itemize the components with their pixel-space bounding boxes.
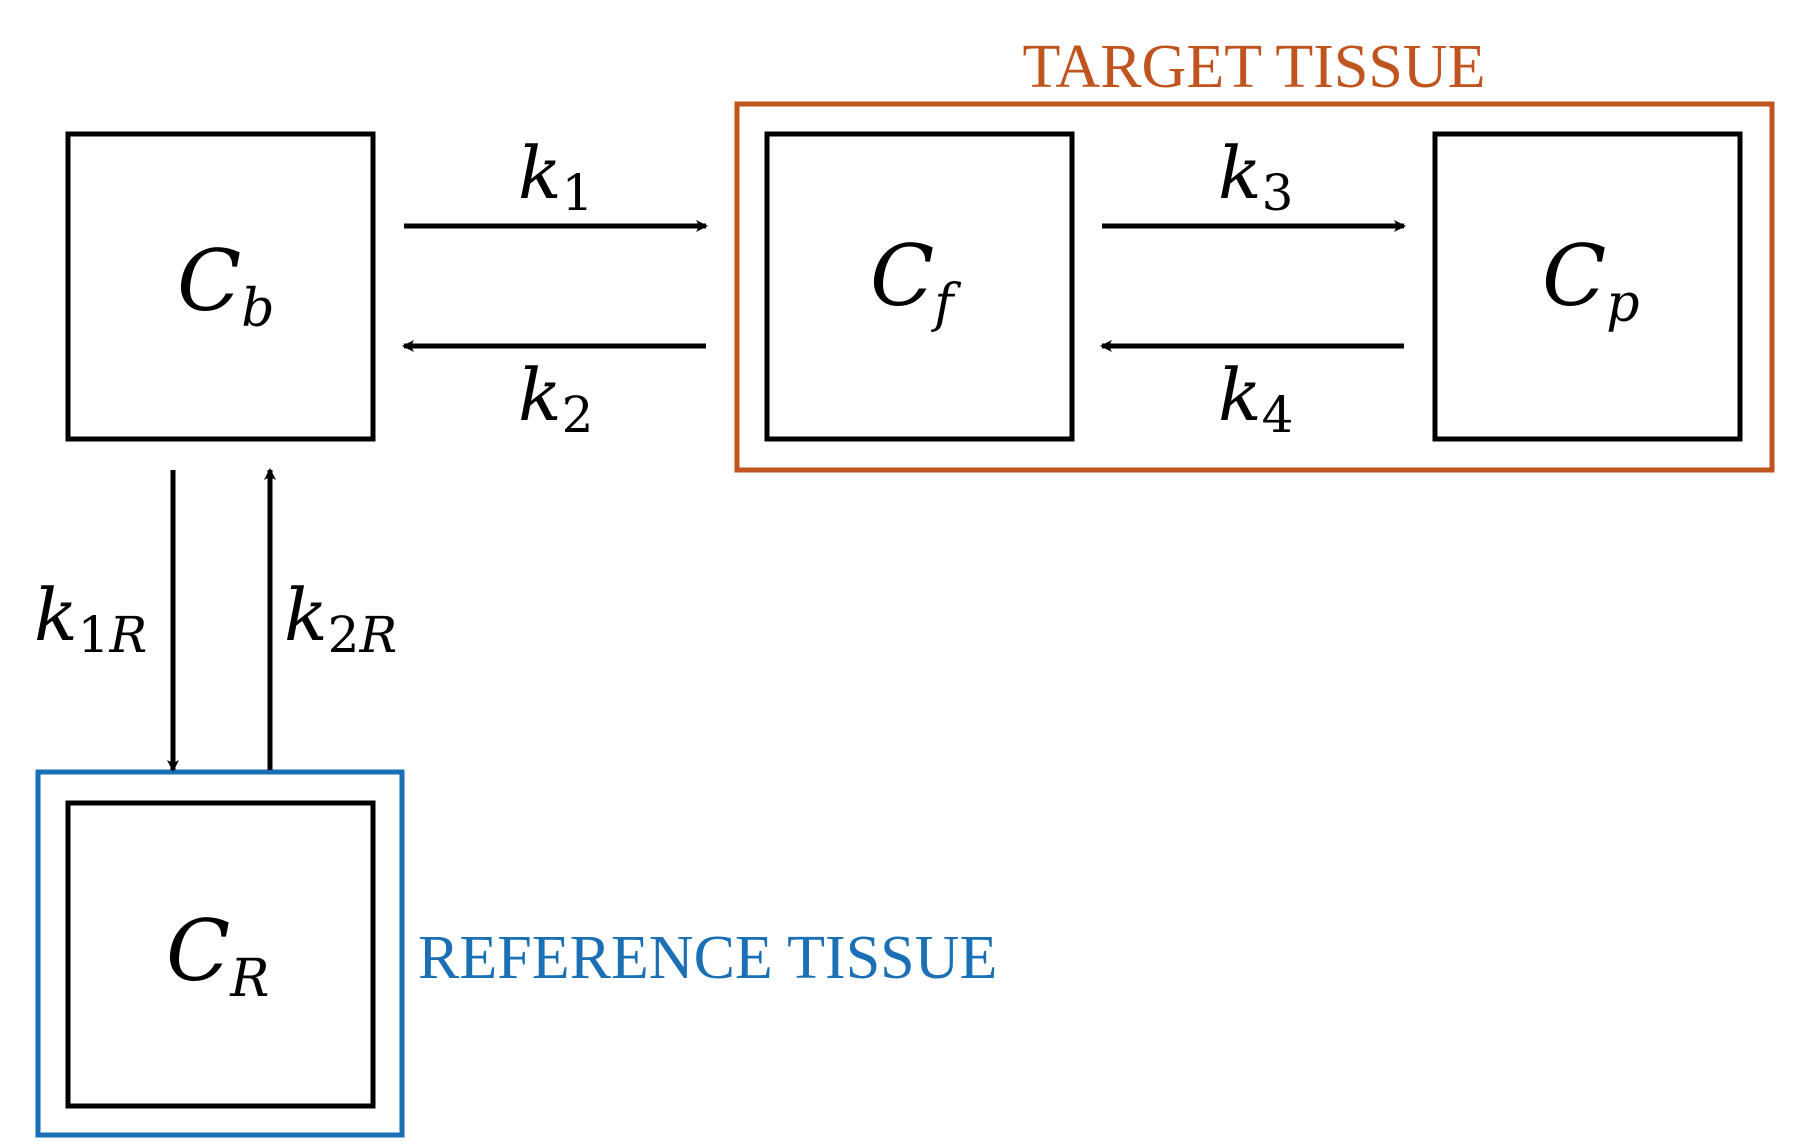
compartment-box-cb	[65, 131, 376, 442]
rate-label-k1r: k1R	[34, 573, 147, 664]
target-tissue-label: TARGET TISSUE	[1023, 33, 1486, 101]
rate-label-k3: k3	[1218, 131, 1293, 222]
target-tissue-frame	[734, 101, 1775, 473]
compartment-label-cr: CR	[166, 902, 269, 1009]
rate-label-k1: k1	[518, 131, 593, 222]
compartment-label-cb: Cb	[177, 232, 275, 339]
compartment-label-cf: Cf	[870, 227, 961, 334]
rate-label-k2: k2	[518, 353, 593, 444]
compartment-box-cf	[764, 131, 1075, 442]
reference-tissue-frame	[35, 769, 405, 1138]
rate-label-k2r: k2R	[284, 573, 397, 664]
compartment-box-cr	[65, 800, 376, 1109]
reference-tissue-label: REFERENCE TISSUE	[418, 924, 997, 992]
compartment-label-cp: Cp	[1542, 227, 1640, 334]
rate-label-k4: k4	[1218, 353, 1293, 444]
compartment-box-cp	[1432, 131, 1743, 442]
